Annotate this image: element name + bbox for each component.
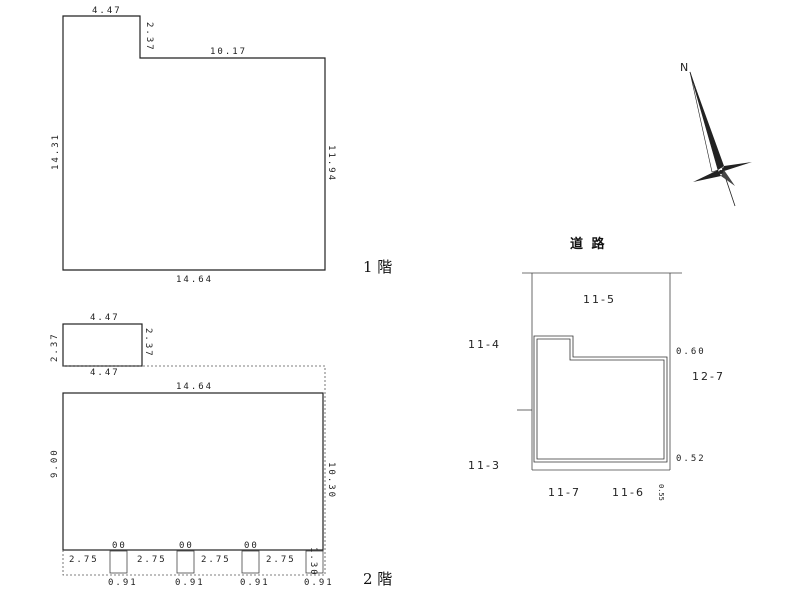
floor1-label: 1 階 (363, 258, 392, 276)
floor1-dim-top-notch: 4.47 (92, 6, 122, 16)
floor2-post-1 (109, 550, 128, 574)
floor1-outline (62, 15, 326, 271)
building-footprint-outer (533, 335, 668, 463)
floor2-dim-main-top: 14.64 (176, 382, 213, 392)
lot-bottom-right: 11-6 (612, 486, 645, 499)
lot-left: 11-4 (468, 338, 501, 351)
lot-bottom-left: 11-7 (548, 486, 581, 499)
road-label: 道 路 (570, 236, 607, 252)
floor2-bay-1: 2.75 (69, 555, 99, 565)
floor2-post-width-1: 0.91 (108, 578, 138, 588)
floor1-dim-notch-drop: 2.37 (144, 22, 154, 52)
floor2-dim-left: 9.00 (50, 448, 60, 478)
floor2-post-4 (305, 550, 324, 574)
floor1-dim-left: 14.31 (51, 133, 61, 170)
setback-bottom-right: 0.52 (676, 454, 706, 464)
floor2-dim-upper-bottom: 4.47 (90, 368, 120, 378)
north-compass-icon: N (680, 61, 752, 207)
lot-left-low: 11-3 (468, 459, 501, 472)
floor2-roof-outline (63, 365, 326, 550)
floor1-dim-right: 11.94 (326, 145, 336, 182)
floor2-post-mark-1: 00 (112, 541, 127, 551)
floor2-plan: 4.47 2.37 2.37 4.47 14.64 9.00 10.30 2.7… (50, 313, 392, 588)
floor2-bay-4: 2.75 (266, 555, 296, 565)
floor2-post-width-4: 0.91 (304, 578, 334, 588)
floor2-upper-box (62, 323, 143, 367)
floor2-dim-upper-right: 2.37 (143, 328, 153, 358)
floor2-bay-3: 2.75 (201, 555, 231, 565)
floor2-post-mark-3: 00 (244, 541, 259, 551)
floor2-label: 2 階 (363, 570, 392, 588)
setback-bottom: 0.55 (657, 484, 665, 501)
floor2-post-mark-2: 00 (179, 541, 194, 551)
floor2-post-3 (241, 550, 260, 574)
site-plan: 道 路 11-5 11-4 11-3 12-7 11-7 11-6 0.60 0… (468, 236, 725, 501)
lot-top: 11-5 (583, 293, 616, 306)
floor2-post-width-3: 0.91 (240, 578, 270, 588)
floor1-plan: 4.47 2.37 10.17 14.31 11.94 14.64 1 階 (51, 6, 392, 285)
building-footprint-inner (536, 338, 665, 460)
floor2-dim-upper-left: 2.37 (50, 332, 60, 362)
floor2-post-2 (176, 550, 195, 574)
floor2-post-width-2: 0.91 (175, 578, 205, 588)
floor2-bay-2: 2.75 (137, 555, 167, 565)
lot-right: 12-7 (692, 370, 725, 383)
floor2-dim-right-small: 1.30 (308, 547, 318, 577)
floor2-dim-right: 10.30 (326, 462, 336, 499)
setback-top-right: 0.60 (676, 347, 706, 357)
floor1-dim-bottom: 14.64 (176, 275, 213, 285)
floor2-main-outline (62, 392, 324, 551)
floor2-balcony-outline (62, 550, 326, 576)
floor2-dim-upper-top: 4.47 (90, 313, 120, 323)
floor1-dim-top-right: 10.17 (210, 47, 247, 57)
compass-north-label: N (680, 61, 690, 74)
